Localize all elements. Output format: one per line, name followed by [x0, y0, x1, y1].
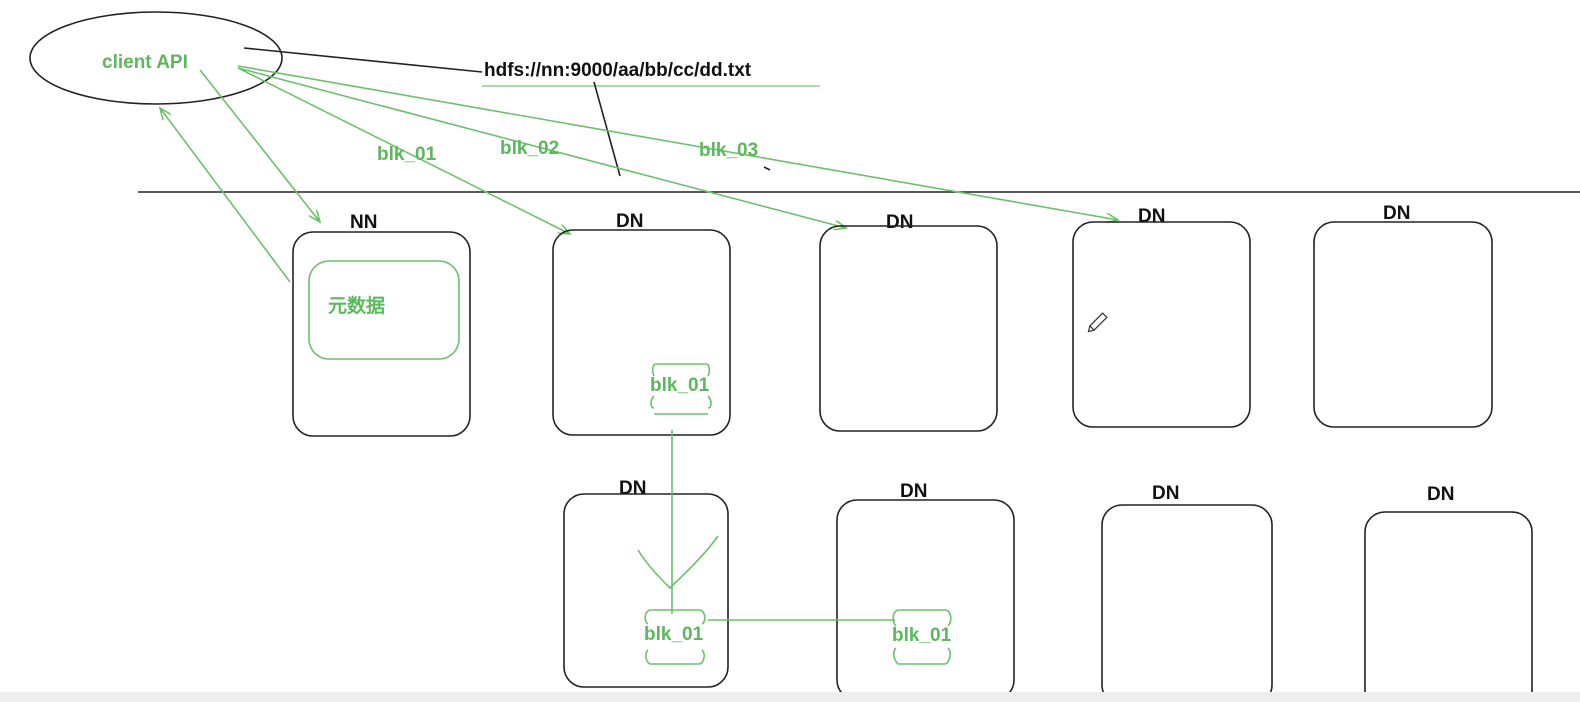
dn-label: DN [619, 478, 646, 499]
datanode-box [836, 499, 1015, 701]
dn-label: DN [900, 481, 927, 502]
dn-label: DN [1152, 483, 1179, 504]
blk03-arrow [237, 65, 1118, 220]
client-to-path-line [243, 47, 483, 73]
metadata-label: 元数据 [328, 294, 385, 317]
block-replica-label: blk_01 [892, 625, 952, 646]
blk02-arrow [237, 67, 846, 228]
blk03-arrow-label: blk_03 [699, 140, 758, 161]
bottom-edge [0, 692, 1580, 702]
nn-to-client-arrow [160, 108, 291, 283]
datanode-box [1364, 511, 1533, 702]
block-replica-label: blk_01 [650, 375, 710, 396]
datanode-box [1072, 221, 1251, 428]
block-replica-shape [892, 609, 952, 665]
dn-label: DN [1427, 484, 1454, 505]
pencil-cursor-icon [1087, 312, 1108, 333]
hdfs-path-label: hdfs://nn:9000/aa/bb/cc/dd.txt [484, 60, 752, 81]
replication-arrowhead [637, 535, 719, 590]
dn-label: DN [1383, 203, 1410, 224]
block-replica-shape [650, 363, 712, 415]
datanode-box [552, 229, 731, 436]
datanode-box [819, 225, 998, 432]
dn-label: DN [1138, 206, 1165, 227]
block-replica-label: blk_01 [644, 624, 704, 645]
path-pointer-line [593, 81, 621, 177]
namenode-box [292, 231, 471, 437]
metadata-box [308, 260, 460, 360]
dn-label: DN [886, 212, 913, 233]
datanode-box [1313, 221, 1493, 428]
blk01-arrow [237, 67, 570, 234]
blk01-arrow-label: blk_01 [377, 144, 437, 165]
nn-label: NN [350, 212, 377, 233]
block-replica-shape [644, 609, 706, 665]
client-to-nn-arrow [199, 69, 320, 222]
client-label: client API [102, 52, 188, 73]
datanode-box [563, 493, 729, 688]
dn-label: DN [616, 211, 643, 232]
client-node [29, 11, 283, 105]
blk02-arrow-label: blk_02 [500, 138, 559, 159]
datanode-box [1101, 504, 1273, 702]
stray-mark [763, 166, 771, 171]
